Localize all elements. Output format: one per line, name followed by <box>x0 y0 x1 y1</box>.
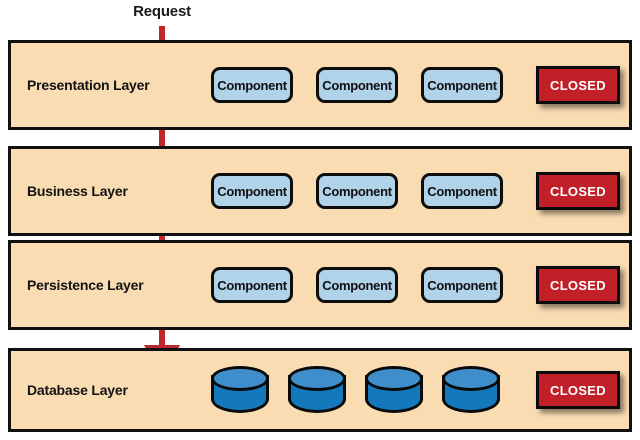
layer-label-business: Business Layer <box>27 183 128 199</box>
database-cylinder-icon[interactable] <box>211 366 269 414</box>
layer-business[interactable]: Business Layer Component Component Compo… <box>8 146 632 236</box>
layer-label-database: Database Layer <box>27 382 128 398</box>
status-badge-closed[interactable]: CLOSED <box>536 266 620 304</box>
request-label: Request <box>133 3 191 20</box>
component-box[interactable]: Component <box>316 67 398 103</box>
layer-label-persistence: Persistence Layer <box>27 277 144 293</box>
cylinder-top <box>211 366 269 391</box>
layer-label-presentation: Presentation Layer <box>27 77 150 93</box>
database-cylinder-icon[interactable] <box>365 366 423 414</box>
status-badge-closed[interactable]: CLOSED <box>536 172 620 210</box>
component-box[interactable]: Component <box>211 173 293 209</box>
component-box[interactable]: Component <box>211 67 293 103</box>
status-badge-closed[interactable]: CLOSED <box>536 371 620 409</box>
component-box[interactable]: Component <box>421 267 503 303</box>
component-box[interactable]: Component <box>421 67 503 103</box>
component-box[interactable]: Component <box>211 267 293 303</box>
cylinder-top <box>442 366 500 391</box>
layer-persistence[interactable]: Persistence Layer Component Component Co… <box>8 240 632 330</box>
status-badge-closed[interactable]: CLOSED <box>536 66 620 104</box>
cylinder-top <box>365 366 423 391</box>
layer-database[interactable]: Database Layer CLOSED <box>8 348 632 432</box>
layer-presentation[interactable]: Presentation Layer Component Component C… <box>8 40 632 130</box>
cylinder-top <box>288 366 346 391</box>
component-box[interactable]: Component <box>316 173 398 209</box>
database-cylinder-icon[interactable] <box>288 366 346 414</box>
component-box[interactable]: Component <box>316 267 398 303</box>
database-cylinder-icon[interactable] <box>442 366 500 414</box>
request-arrow-shaft-2 <box>159 101 165 162</box>
component-box[interactable]: Component <box>421 173 503 209</box>
